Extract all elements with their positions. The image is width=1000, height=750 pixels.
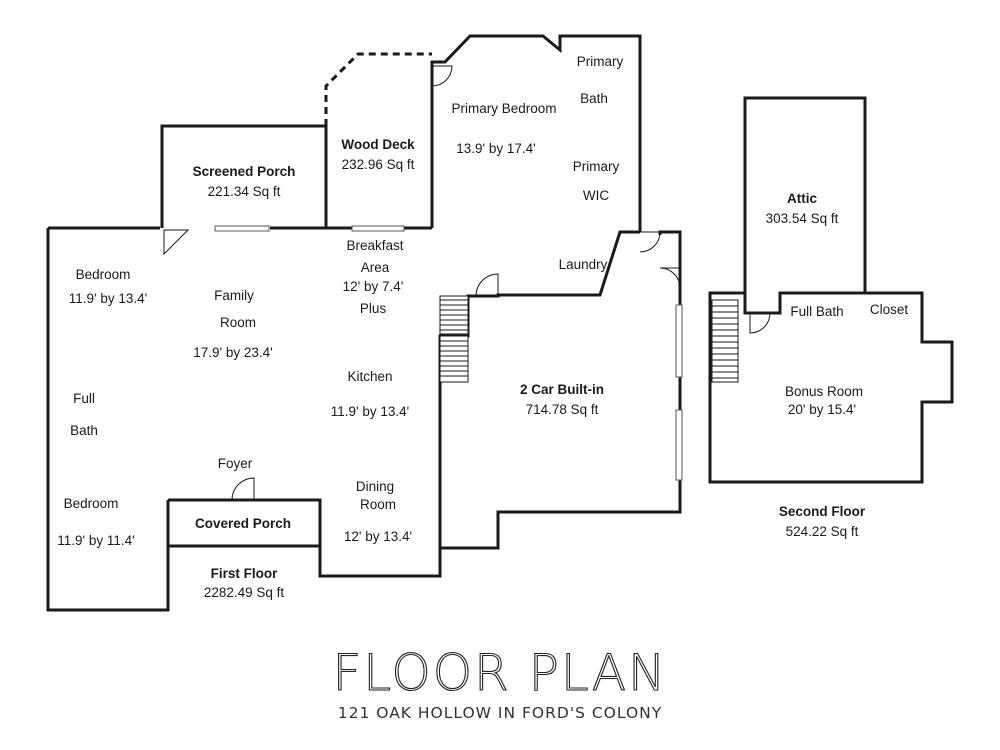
kitchen-dims: 11.9' by 13.4' (331, 404, 409, 419)
bonus-room-dims: 20' by 15.4' (788, 402, 856, 417)
bonus-room-name: Bonus Room (785, 384, 863, 399)
primary-wic-line1: Primary (573, 159, 620, 174)
primary-bath-line2: Bath (580, 91, 608, 106)
first-floor-walls (46, 34, 682, 612)
screened-porch-name: Screened Porch (193, 164, 296, 179)
stairs-second-floor (711, 299, 739, 383)
breakfast-area-line2: Area (361, 260, 390, 275)
primary-wic-line2: WIC (583, 188, 609, 203)
bedroom-2-dims: 11.9' by 11.4' (57, 533, 134, 548)
deck-dashed-edge (324, 52, 432, 126)
wood-deck-name: Wood Deck (341, 137, 415, 152)
attic-name: Attic (787, 191, 817, 206)
primary-bath-line1: Primary (577, 54, 624, 69)
full-bath-line1: Full (73, 391, 95, 406)
garage-name: 2 Car Built-in (520, 382, 604, 397)
floor-plan-subtitle: 121 OAK HOLLOW IN FORD'S COLONY (338, 704, 662, 722)
primary-bedroom-name: Primary Bedroom (451, 101, 556, 116)
dining-room-dims: 12' by 13.4' (344, 529, 412, 544)
bedroom-2-name: Bedroom (64, 496, 119, 511)
floor-plan-title: FLOOR PLAN (333, 644, 668, 702)
full-bath-2-name: Full Bath (790, 304, 843, 319)
wood-deck-area: 232.96 Sq ft (342, 157, 415, 172)
garage-area: 714.78 Sq ft (526, 402, 599, 417)
family-room-dims: 17.9' by 23.4' (193, 345, 272, 360)
door-swings (163, 65, 771, 501)
second-floor-walls (708, 96, 954, 484)
stairs-first-floor (439, 295, 469, 383)
closet-name: Closet (870, 302, 909, 317)
full-bath-line2: Bath (70, 423, 98, 438)
bedroom-1-dims: 11.9' by 13.4' (69, 291, 147, 306)
breakfast-area-line4: Plus (360, 301, 387, 316)
family-room-line1: Family (214, 288, 254, 303)
bedroom-1-name: Bedroom (76, 267, 131, 282)
screened-porch-area: 221.34 Sq ft (208, 184, 281, 199)
laundry-name: Laundry (559, 257, 608, 272)
attic-area: 303.54 Sq ft (766, 211, 839, 226)
breakfast-area-dims: 12' by 7.4' (343, 279, 404, 294)
first-floor-name: First Floor (211, 566, 278, 581)
dining-room-line2: Room (360, 497, 396, 512)
windows (214, 225, 683, 481)
family-room-line2: Room (220, 315, 256, 330)
primary-bedroom-dims: 13.9' by 17.4' (456, 141, 535, 156)
kitchen-name: Kitchen (347, 369, 392, 384)
breakfast-area-line1: Breakfast (346, 238, 403, 253)
second-floor-area: 524.22 Sq ft (786, 524, 859, 539)
second-floor-name: Second Floor (779, 504, 866, 519)
covered-porch-name: Covered Porch (195, 516, 291, 531)
first-floor-area: 2282.49 Sq ft (204, 585, 285, 600)
dining-room-line1: Dining (356, 479, 394, 494)
foyer-name: Foyer (218, 456, 253, 471)
